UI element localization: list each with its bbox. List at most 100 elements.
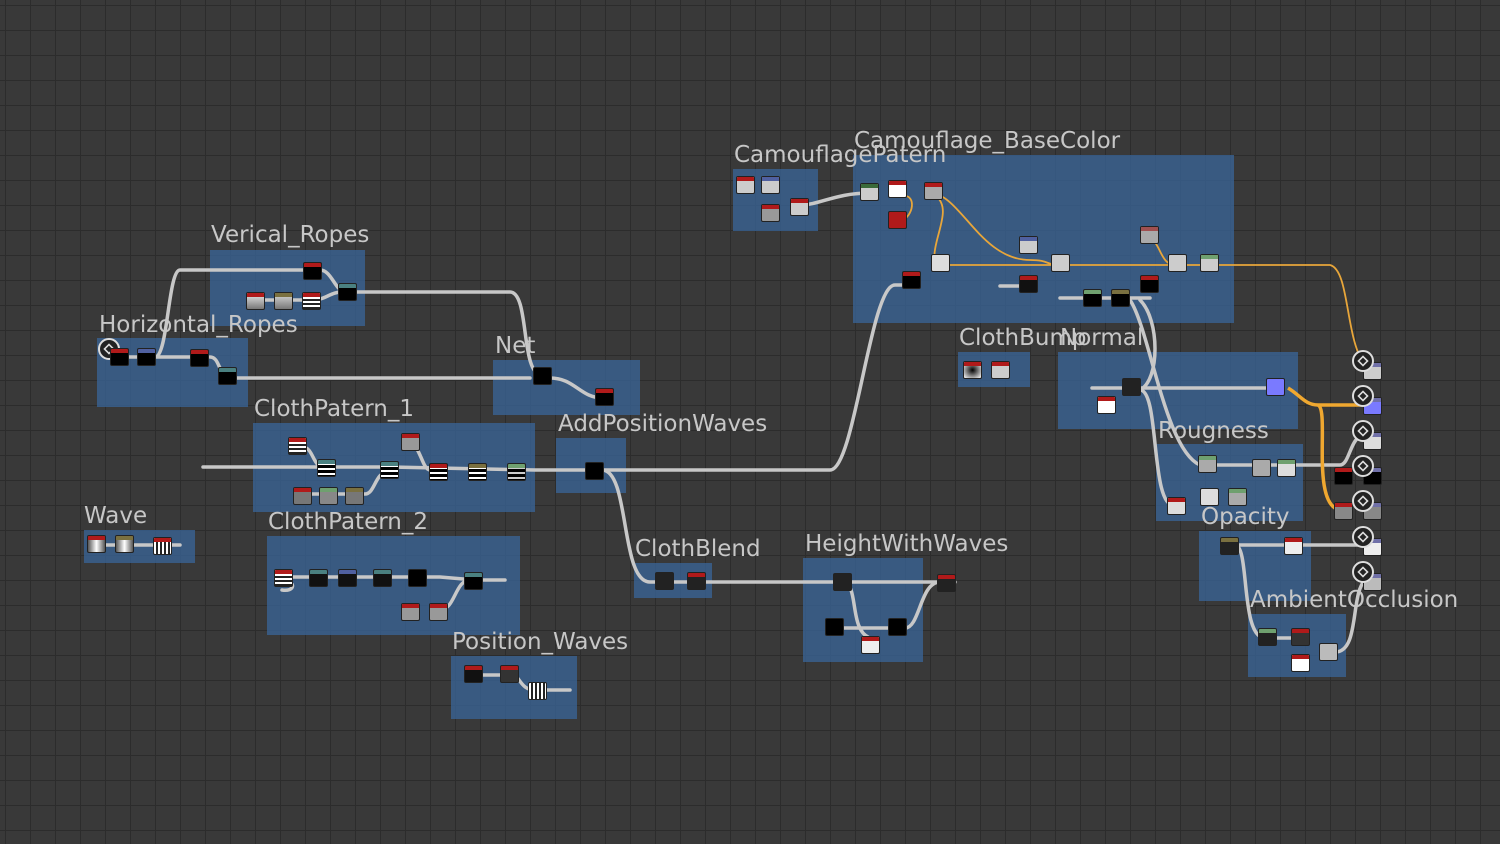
node[interactable] [429,463,448,481]
frame-title-wave: Wave [84,503,148,529]
node[interactable] [687,572,706,590]
node[interactable] [1252,459,1271,477]
node[interactable] [1198,455,1217,473]
node[interactable] [401,603,420,621]
frame-title-net: Net [495,333,536,359]
output-icon[interactable] [1352,350,1374,372]
node[interactable] [303,262,322,280]
node[interactable] [902,271,921,289]
node[interactable] [274,292,293,310]
node[interactable] [1140,226,1159,244]
node[interactable] [464,665,483,683]
frame-title-camouflage-basecolor: Camouflage_BaseColor [854,128,1121,154]
node[interactable] [218,367,237,385]
node[interactable] [464,572,483,590]
node[interactable] [1019,236,1038,254]
node[interactable] [1111,289,1130,307]
node[interactable] [1051,254,1070,272]
node[interactable] [924,182,943,200]
node[interactable] [468,463,487,481]
node[interactable] [860,183,879,201]
node[interactable] [500,665,519,683]
node[interactable] [528,682,547,700]
node[interactable] [937,574,956,592]
output-icon[interactable] [1352,385,1374,407]
node[interactable] [274,569,293,587]
node[interactable] [153,537,172,555]
node[interactable] [319,487,338,505]
node[interactable] [317,459,336,477]
frame-title-add-position-waves: AddPositionWaves [558,411,768,437]
node[interactable] [1200,488,1219,506]
node[interactable] [338,569,357,587]
output-icon[interactable] [1352,526,1374,548]
output-icon[interactable] [1352,420,1374,442]
node[interactable] [931,254,950,272]
node[interactable] [1291,628,1310,646]
node[interactable] [1083,289,1102,307]
node[interactable] [115,535,134,553]
node[interactable] [1258,628,1277,646]
node[interactable] [373,569,392,587]
node[interactable] [507,463,526,481]
node[interactable] [736,176,755,194]
node[interactable] [963,361,982,379]
node[interactable] [1284,537,1303,555]
node[interactable] [1167,497,1186,515]
node[interactable] [790,198,809,216]
frame-title-horizontal-ropes: Horizontal_Ropes [99,312,298,338]
node[interactable] [380,461,399,479]
frame-title-vertical-ropes: Verical_Ropes [211,222,370,248]
node[interactable] [991,361,1010,379]
node[interactable] [585,462,604,480]
node[interactable] [888,211,907,229]
output-height-node[interactable] [1334,502,1353,520]
node[interactable] [1228,488,1247,506]
node[interactable] [1266,378,1285,396]
node[interactable] [888,180,907,198]
node[interactable] [1277,459,1296,477]
node[interactable] [429,603,448,621]
node[interactable] [1168,254,1187,272]
node[interactable] [87,535,106,553]
node[interactable] [293,487,312,505]
node[interactable] [401,433,420,451]
node[interactable] [833,573,852,591]
node[interactable] [137,348,156,366]
node[interactable] [338,283,357,301]
output-icon[interactable] [1352,455,1374,477]
node[interactable] [533,367,552,385]
node[interactable] [595,388,614,406]
node[interactable] [888,618,907,636]
node[interactable] [190,349,209,367]
node[interactable] [302,292,321,310]
node[interactable] [1319,643,1338,661]
node[interactable] [288,437,307,455]
frame-camouflage-basecolor[interactable] [853,155,1234,323]
output-metallic-node[interactable] [1334,467,1353,485]
frame-title-ambient-occlusion: AmbientOcclusion [1250,587,1459,613]
node[interactable] [1220,537,1239,555]
node[interactable] [1019,275,1038,293]
node[interactable] [309,569,328,587]
node[interactable] [861,636,880,654]
output-icon[interactable] [1352,561,1374,583]
frame-title-camouflage-patern: CamouflagePatern [734,142,947,168]
node[interactable] [1122,378,1141,396]
node[interactable] [1140,275,1159,293]
output-icon[interactable] [1352,490,1374,512]
node[interactable] [1097,396,1116,414]
node[interactable] [1200,254,1219,272]
node[interactable] [825,618,844,636]
node[interactable] [1291,654,1310,672]
node[interactable] [761,204,780,222]
node[interactable] [246,292,265,310]
frame-title-cloth-patern-1: ClothPatern_1 [254,396,414,422]
frame-title-normal: Normal [1060,325,1144,351]
node[interactable] [110,348,129,366]
node[interactable] [655,572,674,590]
node[interactable] [761,176,780,194]
frame-net[interactable] [493,360,640,415]
node[interactable] [345,487,364,505]
node[interactable] [408,569,427,587]
